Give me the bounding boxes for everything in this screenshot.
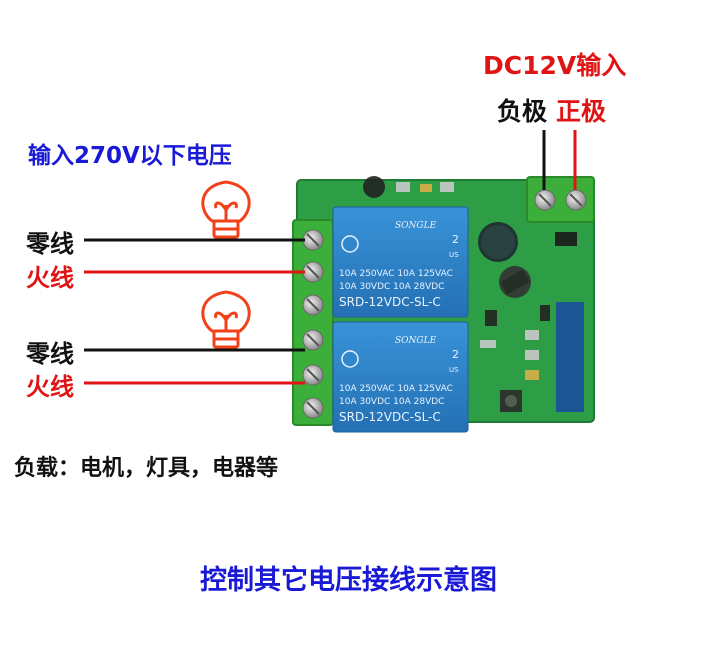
relay-1: SONGLE 2 US 10A 250VAC 10A 125VAC 10A 30… — [332, 206, 469, 318]
relay-2-cqc-icon — [341, 350, 359, 368]
dc-terminal-block — [526, 176, 595, 223]
relay-2-brand: SONGLE — [395, 336, 437, 346]
bulb-icon — [201, 180, 251, 239]
relay-1-model: SRD-12VDC-SL-C — [339, 295, 441, 309]
neutral-wire-label-1: 零线 — [26, 230, 74, 258]
relay-2: SONGLE 2 US 10A 250VAC 10A 125VAC 10A 30… — [332, 321, 469, 433]
relay-2-cert-number: 2 — [452, 348, 459, 361]
pcb-components — [363, 176, 584, 412]
relay-1-cqc-icon — [341, 235, 359, 253]
input-voltage-label: 输入270V以下电压 — [28, 143, 232, 169]
relay-2-rating-2: 10A 30VDC 10A 28VDC — [339, 397, 444, 407]
relay-1-rating-2: 10A 30VDC 10A 28VDC — [339, 282, 444, 292]
load-label: 负载：电机，灯具，电器等 — [14, 456, 279, 481]
relay-1-cert-us: US — [449, 251, 459, 259]
relay-1-rating-1: 10A 250VAC 10A 125VAC — [339, 269, 453, 279]
relay-2-rating-1: 10A 250VAC 10A 125VAC — [339, 384, 453, 394]
relay-2-model: SRD-12VDC-SL-C — [339, 410, 441, 424]
negative-pole-label: 负极 — [497, 97, 548, 126]
dc-input-label: DC12V输入 — [483, 51, 627, 80]
output-terminal-block — [292, 219, 334, 426]
live-wire-label-1: 火线 — [26, 264, 74, 292]
diagram-caption: 控制其它电压接线示意图 — [200, 565, 497, 596]
relay-2-cert-us: US — [449, 366, 459, 374]
neutral-wire-label-2: 零线 — [26, 340, 74, 368]
bulb-icon — [201, 290, 251, 349]
positive-pole-label: 正极 — [556, 97, 607, 126]
relay-1-brand: SONGLE — [395, 221, 437, 231]
relay-1-cert-number: 2 — [452, 233, 459, 246]
live-wire-label-2: 火线 — [26, 373, 74, 401]
